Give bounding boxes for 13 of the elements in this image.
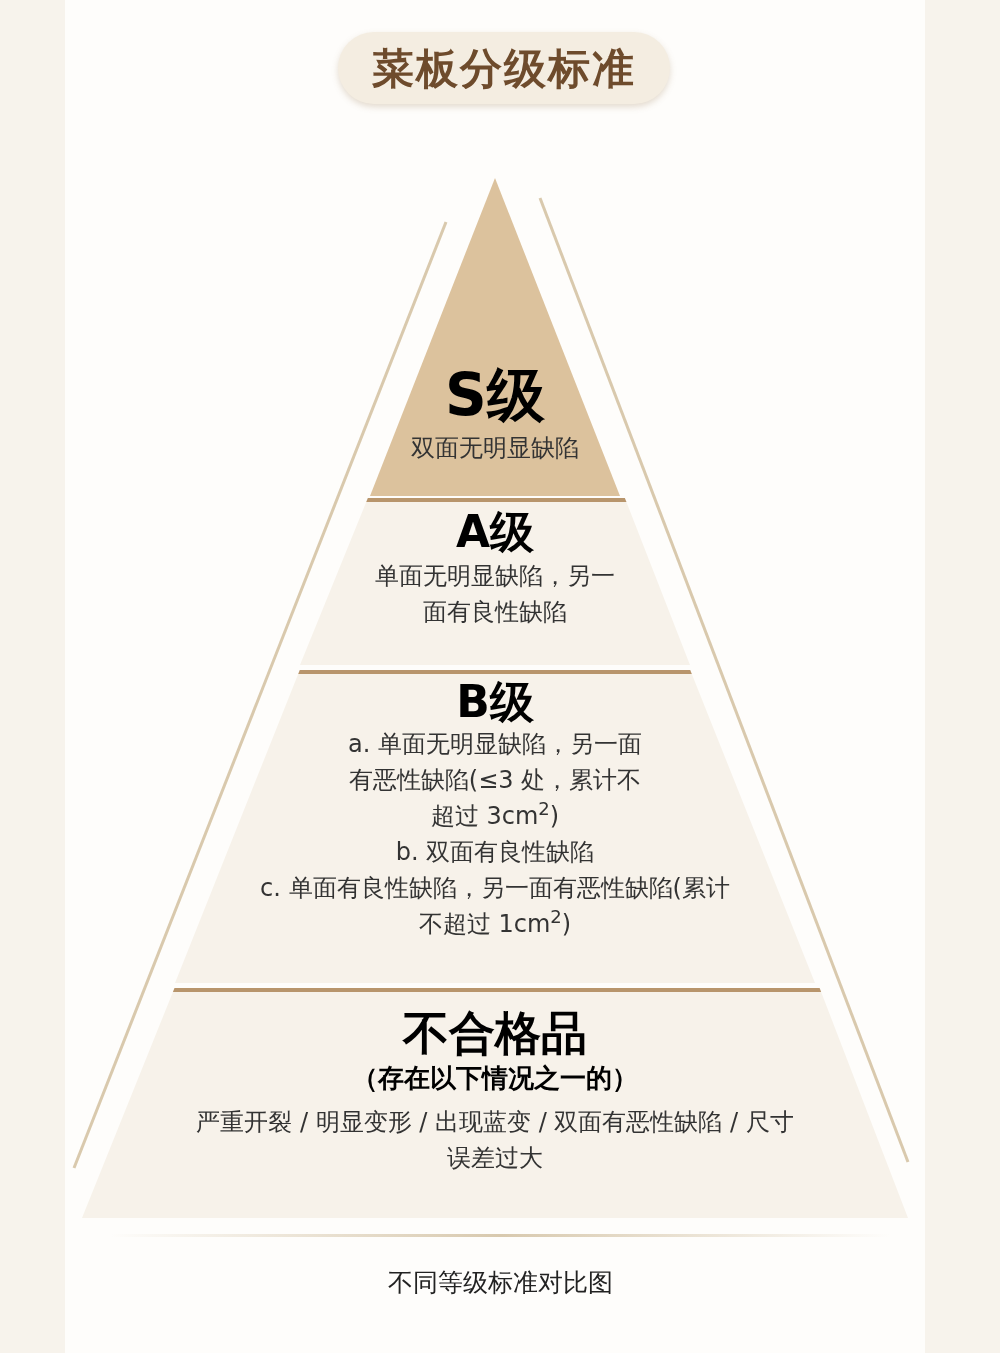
grade-heading: S级 (445, 366, 545, 424)
grade-description: b. 双面有良性缺陷 (394, 837, 596, 868)
grade-description: 双面无明显缺陷 (410, 433, 580, 464)
caption: 不同等级标准对比图 (386, 1267, 614, 1299)
condition-note: （存在以下情况之一的） (351, 1062, 639, 1095)
grade-description: a. 单面无明显缺陷，另一面有恶性缺陷(≤3 处，累计不超过 3cm$^{2}$) (347, 729, 643, 832)
grade-description: 单面无明显缺陷，另一面有良性缺陷 (375, 561, 615, 628)
title-pill: 菜板分级标准 (338, 32, 670, 104)
grade-heading: B级 (456, 680, 534, 724)
grade-heading: 不合格品 (403, 1010, 587, 1056)
grade-description: c. 单面有良性缺陷，另一面有恶性缺陷(累计不超过 1cm$^{2}$) (259, 873, 731, 940)
grade-heading: A级 (455, 510, 535, 554)
grade-description: 严重开裂 / 明显变形 / 出现蓝变 / 双面有恶性缺陷 / 尺寸误差过大 (195, 1107, 795, 1174)
